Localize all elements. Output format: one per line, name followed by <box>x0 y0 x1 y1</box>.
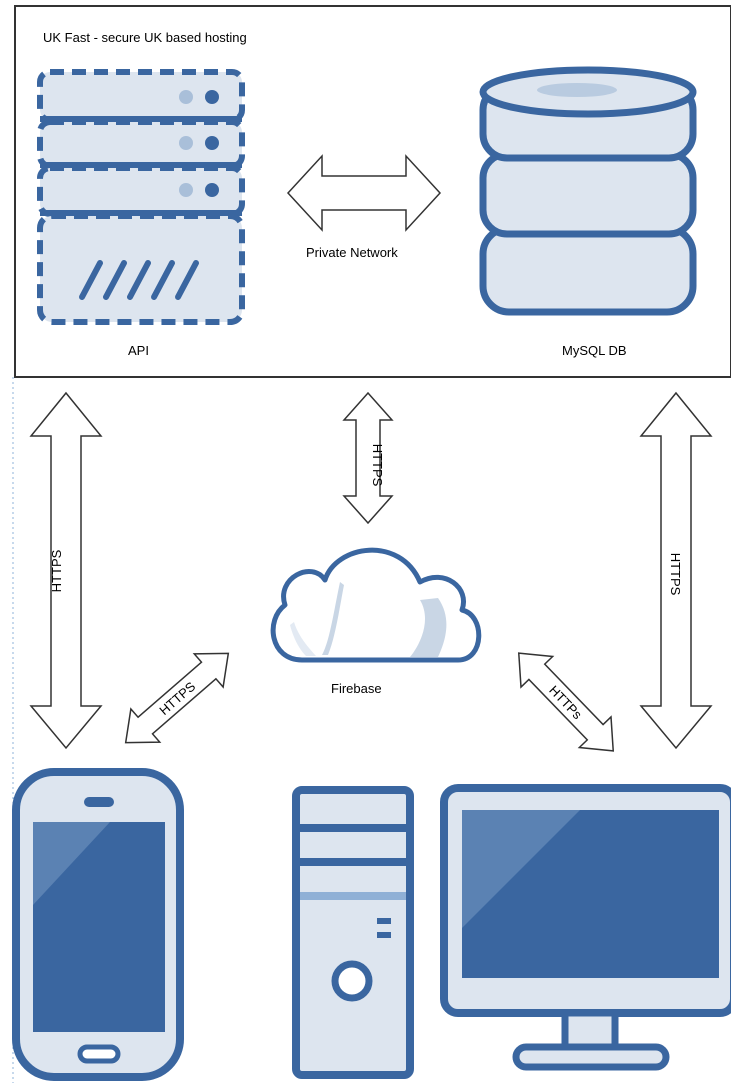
api-server-icon <box>37 69 245 325</box>
mobile-firebase-arrow: HTTPS <box>124 652 230 744</box>
desktop-tower-icon <box>292 786 414 1079</box>
api-mobile-arrow: HTTPS <box>29 391 103 750</box>
private-network-arrow: Private Network <box>286 154 442 260</box>
hosting-group-title: UK Fast - secure UK based hosting <box>43 30 247 45</box>
db-desktop-arrow: HTTPS <box>639 391 713 750</box>
firebase-desktop-arrow: HTTPs <box>517 652 615 752</box>
smartphone-icon <box>12 768 184 1081</box>
api-label: API <box>128 343 149 358</box>
database-icon <box>479 66 697 316</box>
hosting-firebase-arrow: HTTPS <box>342 391 394 525</box>
db-label: MySQL DB <box>562 343 627 358</box>
cloud-icon <box>270 547 482 663</box>
api-mobile-label: HTTPS <box>49 549 64 592</box>
firebase-label: Firebase <box>331 681 382 696</box>
monitor-icon <box>440 784 731 1071</box>
db-desktop-label: HTTPS <box>668 553 683 596</box>
hosting-firebase-label: HTTPS <box>370 444 385 487</box>
private-network-label: Private Network <box>306 245 398 260</box>
